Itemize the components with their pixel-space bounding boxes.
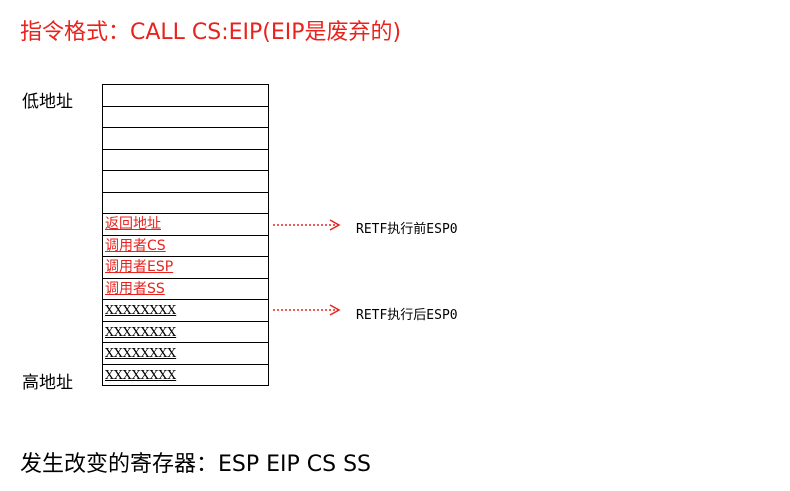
stack-cell	[102, 191, 269, 214]
stack-row: XXXXXXXX	[102, 363, 269, 386]
stack-row	[102, 191, 269, 214]
stack-row: XXXXXXXX	[102, 299, 269, 322]
stack-diagram: 返回地址 调用者CS 调用者ESP 调用者SS XXXXXXXX XXXXXXX…	[102, 84, 269, 386]
stack-cell	[102, 148, 269, 171]
stack-row: 调用者SS	[102, 277, 269, 300]
arrow-before-icon	[273, 219, 341, 231]
low-address-label: 低地址	[22, 92, 73, 112]
stack-row	[102, 105, 269, 128]
stack-row	[102, 148, 269, 171]
stack-row	[102, 170, 269, 193]
stack-cell-caller-cs: 调用者CS	[102, 234, 269, 257]
stack-cell	[102, 105, 269, 128]
stack-cell-caller-ss: 调用者SS	[102, 277, 269, 300]
retf-after-note: RETF执行后ESP0	[356, 308, 458, 323]
stack-row: XXXXXXXX	[102, 342, 269, 365]
changed-registers-note: 发生改变的寄存器：ESP EIP CS SS	[20, 452, 372, 477]
stack-cell	[102, 127, 269, 150]
stack-cell-caller-esp: 调用者ESP	[102, 256, 269, 279]
stack-row	[102, 84, 269, 107]
stack-cell-filler: XXXXXXXX	[102, 320, 269, 343]
arrow-after-icon	[273, 304, 341, 316]
stack-cell-filler: XXXXXXXX	[102, 342, 269, 365]
instruction-format-title: 指令格式：CALL CS:EIP(EIP是废弃的)	[20, 20, 402, 45]
stack-cell-return-address: 返回地址	[102, 213, 269, 236]
stack-row: 返回地址	[102, 213, 269, 236]
stack-cell	[102, 84, 269, 107]
stack-cell	[102, 170, 269, 193]
retf-before-note: RETF执行前ESP0	[356, 222, 458, 237]
stack-row	[102, 127, 269, 150]
stack-row: XXXXXXXX	[102, 320, 269, 343]
stack-row: 调用者CS	[102, 234, 269, 257]
high-address-label: 高地址	[22, 373, 73, 393]
stack-row: 调用者ESP	[102, 256, 269, 279]
stack-cell-filler: XXXXXXXX	[102, 299, 269, 322]
stack-cell-filler: XXXXXXXX	[102, 363, 269, 386]
